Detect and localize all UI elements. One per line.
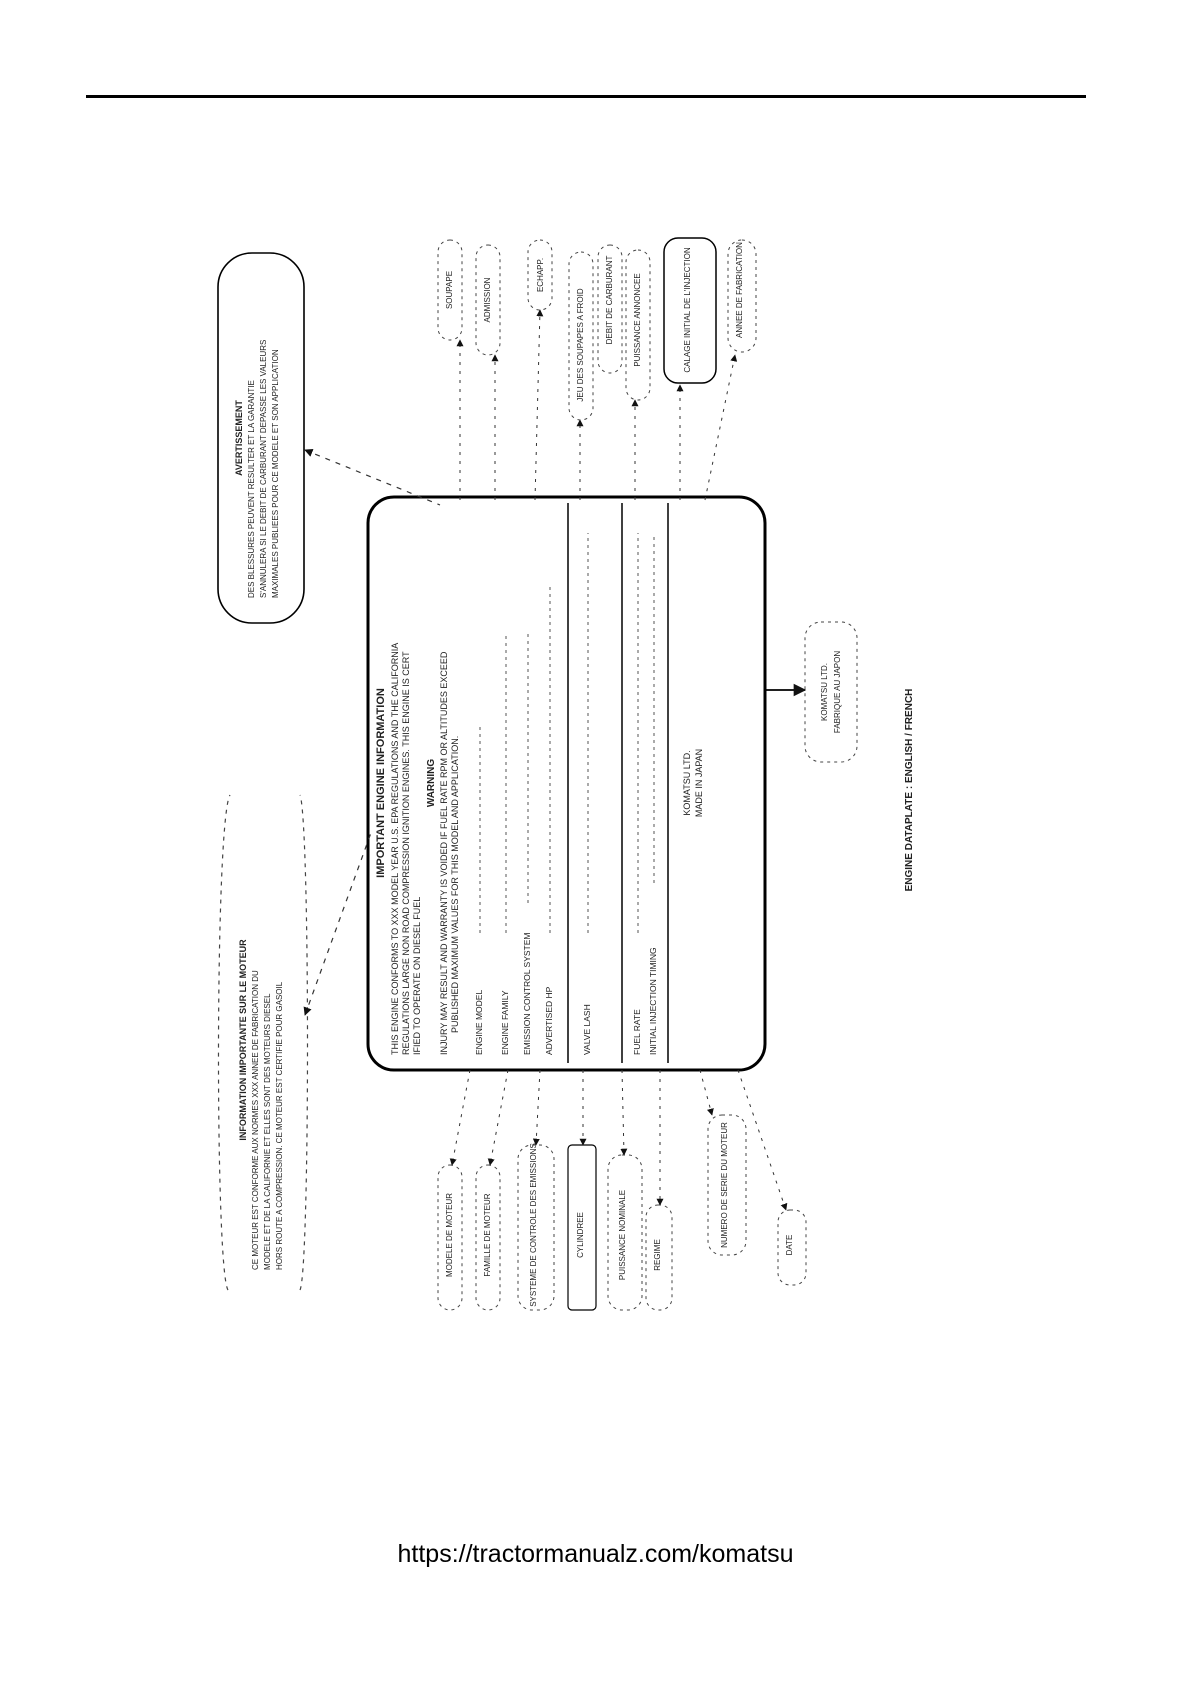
bottom-callouts: MODELE DE MOTEUR FAMILLE DE MOTEUR SYSTE… [437,1069,807,1311]
plate-field-advertised-hp: ADVERTISED HP [544,986,554,1055]
callout-top-1: SOUPAPE [445,271,454,309]
svg-text:MODELE ET DE LA CALIFORNIE ET: MODELE ET DE LA CALIFORNIE ET ELLES SONT… [263,993,272,1270]
plate-compliance-line-3: IFIED TO OPERATE ON DIESEL FUEL [412,897,422,1055]
callout-bottom-8: DATE [785,1235,794,1256]
dataplate-content: IMPORTANT ENGINE INFORMATION THIS ENGINE… [375,503,704,1063]
plate-heading: IMPORTANT ENGINE INFORMATION [375,688,387,878]
plate-made-in: MADE IN JAPAN [694,749,704,817]
french-info-bracket [217,794,309,1291]
svg-text:S'ANNULERA SI LE DEBIT DE CARB: S'ANNULERA SI LE DEBIT DE CARBURANT DEPA… [259,340,268,598]
callout-bottom-6: REGIME [653,1239,662,1271]
plate-compliance-line-1: THIS ENGINE CONFORMS TO XXX MODEL YEAR U… [390,643,400,1055]
french-info-title: INFORMATION IMPORTANTE SUR LE MOTEUR [238,939,248,1141]
callout-top-6: PUISSANCE ANNONCEE [633,273,642,366]
plate-field-engine-model: ENGINE MODEL [474,990,484,1055]
callout-top-2: ADMISSION [483,277,492,322]
footer-url[interactable]: https://tractormanualz.com/komatsu [397,1540,794,1568]
plate-warning-line-1: INJURY MAY RESULT AND WARRANTY IS VOIDED… [439,651,449,1055]
svg-text:MAXIMALES PUBLIEES POUR CE MOD: MAXIMALES PUBLIEES POUR CE MODELE ET SON… [271,349,280,598]
callout-bottom-4: CYLINDREE [576,1212,585,1258]
svg-text:KOMATSU LTD.: KOMATSU LTD. [820,663,829,721]
callout-bottom-7: NUMERO DE SERIE DU MOTEUR [720,1122,729,1248]
callout-top-3: ECHAPP. [536,258,545,292]
top-callouts: SOUPAPE ADMISSION ECHAPP. JEU DES SOUPAP… [437,237,757,501]
french-warning-title: AVERTISSEMENT [234,400,244,476]
plate-field-injection-timing: INITIAL INJECTION TIMING [648,947,658,1055]
plate-field-engine-family: ENGINE FAMILY [500,990,510,1055]
komatsu-callout-text: KOMATSU LTD. FABRIQUE AU JAPON [820,651,842,733]
callout-top-4: JEU DES SOUPAPES A FROID [576,288,585,401]
french-info-text: INFORMATION IMPORTANTE SUR LE MOTEUR CE … [238,939,284,1270]
plate-warning-line-2: PUBLISHED MAXIMUM VALUES FOR THIS MODEL … [450,736,460,1033]
plate-field-fuel-rate: FUEL RATE [632,1009,642,1055]
figure-caption: ENGINE DATAPLATE : ENGLISH / FRENCH [904,689,915,892]
komatsu-callout-box [804,621,858,763]
callout-bottom-5: PUISSANCE NOMINALE [618,1190,627,1280]
plate-field-valve-lash: VALVE LASH [582,1004,592,1055]
plate-manufacturer: KOMATSU LTD. [682,750,692,815]
french-warning-text: AVERTISSEMENT DES BLESSURES PEUVENT RESU… [234,340,280,598]
callout-top-5: DEBIT DE CARBURANT [605,256,614,345]
dataplate-frame [366,495,767,1072]
callout-top-8: ANNEE DE FABRICATION [735,242,744,338]
plate-field-emission-control: EMISSION CONTROL SYSTEM [522,933,532,1055]
svg-text:DES BLESSURES PEUVENT RESULTER: DES BLESSURES PEUVENT RESULTER ET LA GAR… [247,380,256,598]
french-warning-box [217,252,305,624]
header-rule [86,95,1086,98]
svg-text:FABRIQUE AU JAPON: FABRIQUE AU JAPON [833,651,842,733]
callout-top-7: CALAGE INITIAL DE L'INJECTION [683,247,692,372]
callout-bottom-2: FAMILLE DE MOTEUR [483,1193,492,1276]
plate-compliance-line-2: REGULATIONS LARGE NON ROAD COMPRESSION I… [401,651,411,1055]
callout-bottom-3: SYSTEME DE CONTROLE DES EMISSIONS [529,1143,538,1307]
svg-text:HORS ROUTE A COMPRESSION. CE M: HORS ROUTE A COMPRESSION. CE MOTEUR EST … [275,981,284,1270]
callout-bottom-1: MODELE DE MOTEUR [445,1193,454,1277]
svg-text:CE MOTEUR EST CONFORME AUX NOR: CE MOTEUR EST CONFORME AUX NORMES XXX AN… [251,970,260,1270]
plate-warning-title: WARNING [426,759,437,808]
